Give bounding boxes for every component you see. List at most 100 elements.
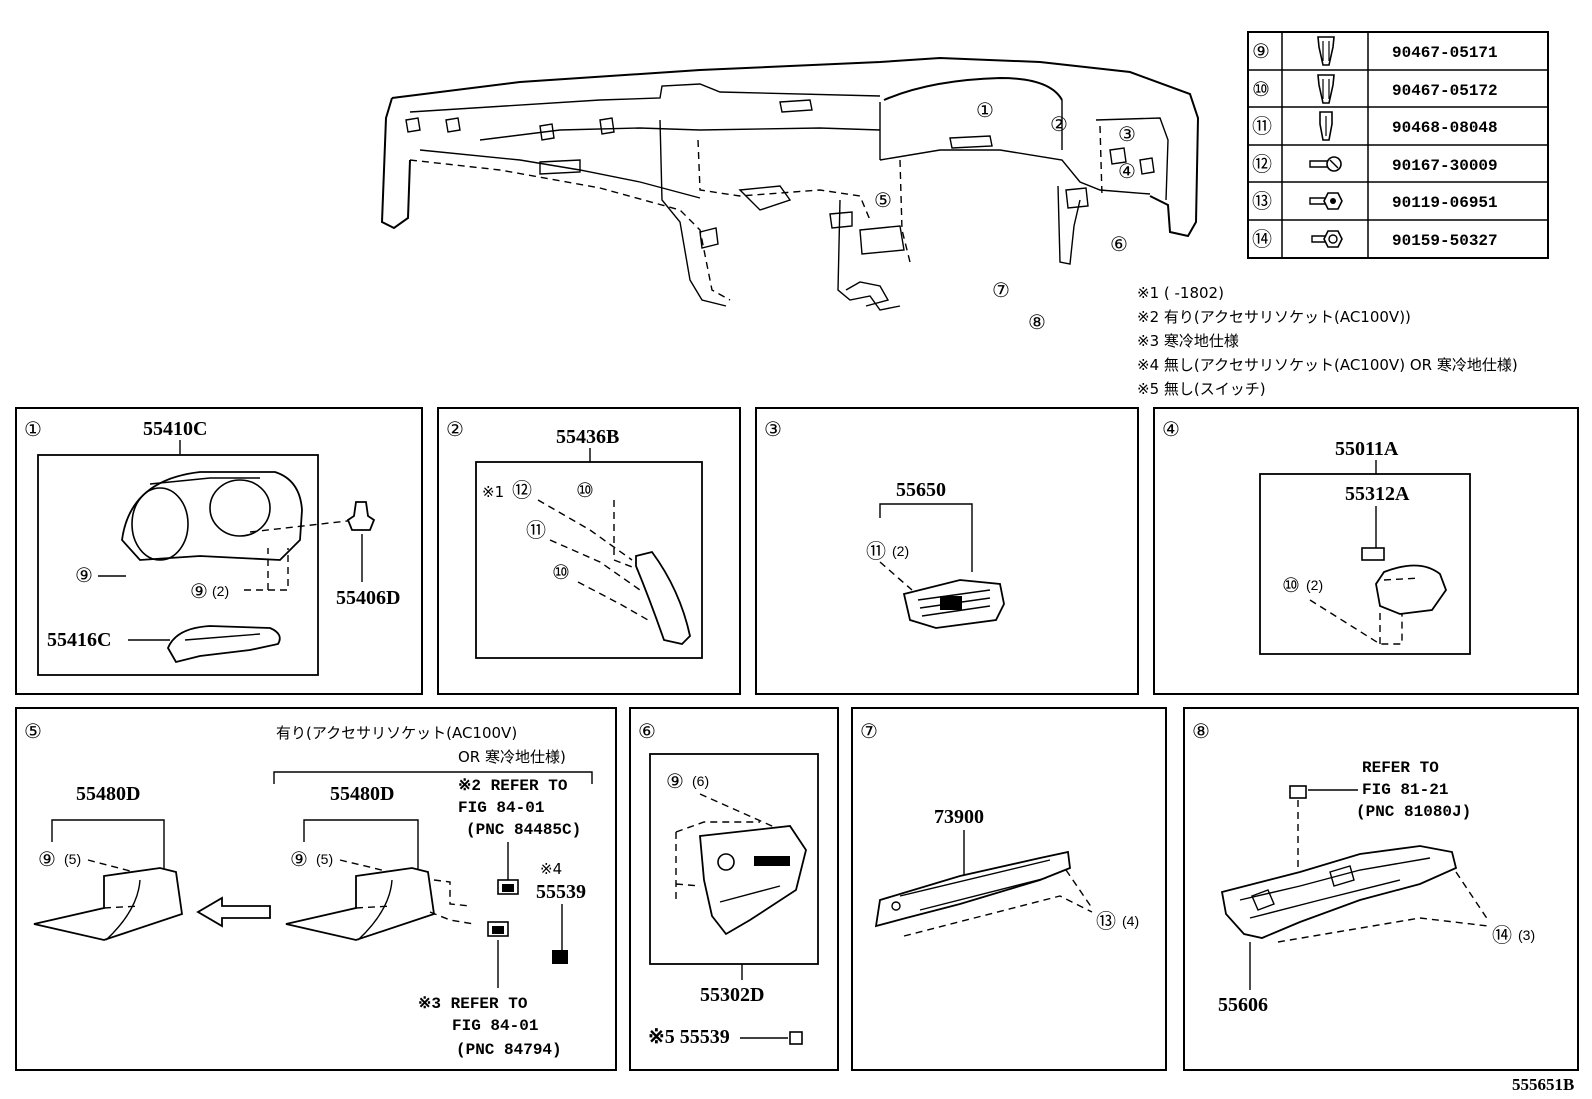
panel-7: ⑦ 73900 ⑬ (4) [851,707,1167,1071]
notes: ※1 ( -1802) ※2 有り(アクセサリソケット(AC100V)) ※3 … [1137,284,1518,398]
clip-icon [1319,111,1333,141]
part-number: 55436B [556,426,619,448]
panel-2: ② 55436B ※1 ⑫ ⑩ ⑪ ⑩ [437,407,741,695]
clip-callout: ⑨ [190,579,208,603]
note-mark: ※4 [540,860,562,878]
table-partno-10: 90467-05172 [1392,82,1498,100]
table-ref-9: ⑨ [1252,39,1270,63]
refer-label: (PNC 84485C) [466,821,581,839]
condition-label: 有り(アクセサリソケット(AC100V) [276,724,517,742]
clip-icon [1317,74,1335,104]
clip-qty: (2) [892,543,909,559]
part-number: 55406D [336,587,400,609]
panel-number: ⑦ [860,719,878,743]
instrument-panel-overview [380,56,1200,311]
panel-number: ⑥ [638,719,656,743]
figure-id: 555651B [1512,1075,1574,1094]
refer-label: ※2 REFER TO [458,777,568,795]
note-4: ※4 無し(アクセサリソケット(AC100V) OR 寒冷地仕様) [1137,356,1518,374]
part-number: 55539 [536,881,586,903]
callout-1: ① [976,98,994,122]
part-number: 55312A [1345,483,1410,505]
refer-label: (PNC 84794) [456,1041,562,1059]
callout-3: ③ [1118,122,1136,146]
panel-number: ① [24,417,42,441]
lower-panel-left-drawing [33,867,183,941]
panel-8: ⑧ REFER TO FIG 81-21 (PNC 81080J) ⑭ (3) … [1183,707,1579,1071]
heater-duct-drawing [874,850,1071,928]
bolt-callout: ⑭ [1492,923,1512,947]
part-number: ※5 55539 [648,1026,730,1048]
clip-qty: (5) [64,851,81,867]
part-number: 55416C [47,629,111,651]
meter-hood-drawing [121,471,303,664]
panel-number: ② [446,417,464,441]
clip-callout: ⑪ [866,539,886,563]
clip-callout: ⑩ [576,478,594,502]
condition-label: OR 寒冷地仕様) [458,748,566,766]
bolt-callout: ⑬ [1096,909,1116,933]
clip-callout: ⑩ [552,560,570,584]
clip-qty: (2) [212,583,229,599]
table-partno-9: 90467-05171 [1392,44,1498,62]
clip-qty: (2) [1306,577,1323,593]
clip-callout: ⑨ [38,847,56,871]
part-number: 55480D [76,783,140,805]
part-number: 55480D [330,783,394,805]
table-ref-10: ⑩ [1252,77,1270,101]
clip-callout: ⑪ [526,518,546,542]
part-number: 55606 [1218,994,1268,1016]
note-2: ※2 有り(アクセサリソケット(AC100V)) [1137,308,1411,326]
table-ref-11: ⑪ [1252,114,1272,138]
lower-panel-right-drawing [285,867,475,941]
part-number: 55302D [700,984,764,1006]
refer-label: REFER TO [1362,759,1439,777]
screw-icon [1309,156,1342,172]
overview-callouts: ① ② ③ ④ ⑤ ⑥ ⑦ ⑧ [874,98,1136,334]
callout-2: ② [1050,112,1068,136]
callout-5: ⑤ [874,188,892,212]
refer-label: FIG 84-01 [458,799,544,817]
callout-6: ⑥ [1110,232,1128,256]
clip-callout: ⑩ [1282,573,1300,597]
retainer-clip-drawing [346,501,376,531]
note-5: ※5 無し(スイッチ) [1137,380,1266,398]
panel-1: ① 55410C ⑨ ⑨ (2) 55406D 55416C [15,407,423,695]
panel-number: ③ [764,417,782,441]
part-number: 55011A [1335,438,1399,460]
panel-number: ④ [1162,417,1180,441]
bolt-icon [1309,192,1343,210]
clip-callout: ⑨ [666,769,684,793]
note-3: ※3 寒冷地仕様 [1137,332,1239,350]
table-ref-13: ⑬ [1252,189,1272,213]
panel-5: ⑤ 有り(アクセサリソケット(AC100V) OR 寒冷地仕様) 55480D … [15,707,617,1071]
refer-label: FIG 81-21 [1362,781,1448,799]
table-partno-13: 90119-06951 [1392,194,1498,212]
part-number: 55650 [896,479,946,501]
panel-number: ⑤ [24,719,42,743]
center-panel-drawing [699,825,807,936]
note-1: ※1 ( -1802) [1137,284,1224,302]
bolt-qty: (4) [1122,913,1139,929]
callout-4: ④ [1118,159,1136,183]
fastener-table: ⑨ ⑩ ⑪ ⑫ ⑬ ⑭ 90467-05171 90467-05172 9046… [1247,31,1549,259]
bolt-icon [1311,230,1343,248]
note-mark: ※1 [482,483,504,501]
part-number: 73900 [934,806,984,828]
part-number: 55410C [143,418,207,440]
refer-label: (PNC 81080J) [1356,803,1471,821]
table-ref-12: ⑫ [1252,152,1272,176]
panel-3: ③ 55650 ⑪ (2) [755,407,1139,695]
arrow-icon [196,896,271,928]
refer-label: FIG 84-01 [452,1017,538,1035]
table-partno-11: 90468-08048 [1392,119,1498,137]
switch-cap-drawing [552,950,568,964]
screw-callout: ⑫ [512,478,532,502]
clip-qty: (6) [692,773,709,789]
socket-drawing [487,879,519,937]
clip-icon [1317,36,1335,66]
clip-qty: (5) [316,851,333,867]
refer-label: ※3 REFER TO [418,995,528,1013]
switch-base-drawing [1361,547,1448,615]
